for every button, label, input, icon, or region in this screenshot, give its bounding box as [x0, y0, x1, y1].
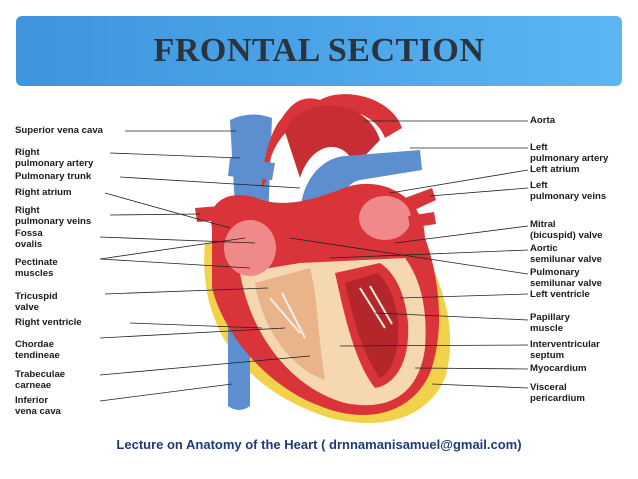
heart-illustration — [195, 94, 451, 424]
label-left-pulmonary-veins: Left pulmonary veins — [530, 180, 607, 202]
lecture-caption: Lecture on Anatomy of the Heart ( drnnam… — [116, 437, 522, 452]
right-pulmonary-veins — [195, 206, 222, 222]
label-left-ventricle: Left ventricle — [530, 289, 590, 300]
leader-lines — [99, 120, 529, 402]
label-tricuspid-valve: Tricuspid valve — [15, 291, 58, 313]
label-aortic-semilunar-valve: Aortic semilunar valve — [530, 243, 602, 265]
heart-diagram — [99, 94, 529, 424]
left-atrium-chamber — [359, 196, 411, 240]
label-right-ventricle: Right ventricle — [15, 317, 82, 328]
label-right-atrium: Right atrium — [15, 187, 72, 198]
label-chordae-tendineae: Chordae tendineae — [15, 339, 60, 361]
label-inferior-vena-cava: Inferior vena cava — [15, 395, 61, 417]
label-pectinate-muscles: Pectinate muscles — [15, 257, 58, 279]
label-aorta: Aorta — [530, 115, 556, 126]
label-visceral-pericardium: Visceral pericardium — [530, 382, 585, 404]
label-superior-vena-cava: Superior vena cava — [15, 125, 103, 136]
label-pulmonary-semilunar-valve: Pulmonary semilunar valve — [530, 267, 602, 289]
label-pulmonary-trunk: Pulmonary trunk — [15, 171, 92, 182]
label-left-atrium: Left atrium — [530, 164, 580, 175]
right-ventricle-chamber — [255, 268, 325, 380]
title-banner — [16, 16, 622, 86]
right-pulmonary-artery — [228, 158, 275, 180]
right-atrium-chamber — [224, 220, 276, 276]
label-interventricular-septum: Interventricular septum — [530, 339, 600, 361]
left-pulmonary-veins — [405, 188, 436, 212]
label-myocardium: Myocardium — [530, 363, 587, 374]
label-papillary-muscle: Papillary muscle — [530, 312, 570, 334]
slide-title: FRONTAL SECTION — [153, 32, 485, 69]
label-trabeculae-carneae: Trabeculae carneae — [15, 369, 66, 391]
label-mitral-valve: Mitral (bicuspid) valve — [530, 219, 603, 241]
label-left-pulmonary-artery: Left pulmonary artery — [530, 142, 609, 164]
chordae-strands — [269, 285, 393, 339]
label-right-pulmonary-artery: Right pulmonary artery — [15, 147, 94, 169]
label-right-pulmonary-veins: Right pulmonary veins — [15, 205, 92, 227]
label-fossa-ovalis: Fossa ovalis — [15, 228, 43, 250]
